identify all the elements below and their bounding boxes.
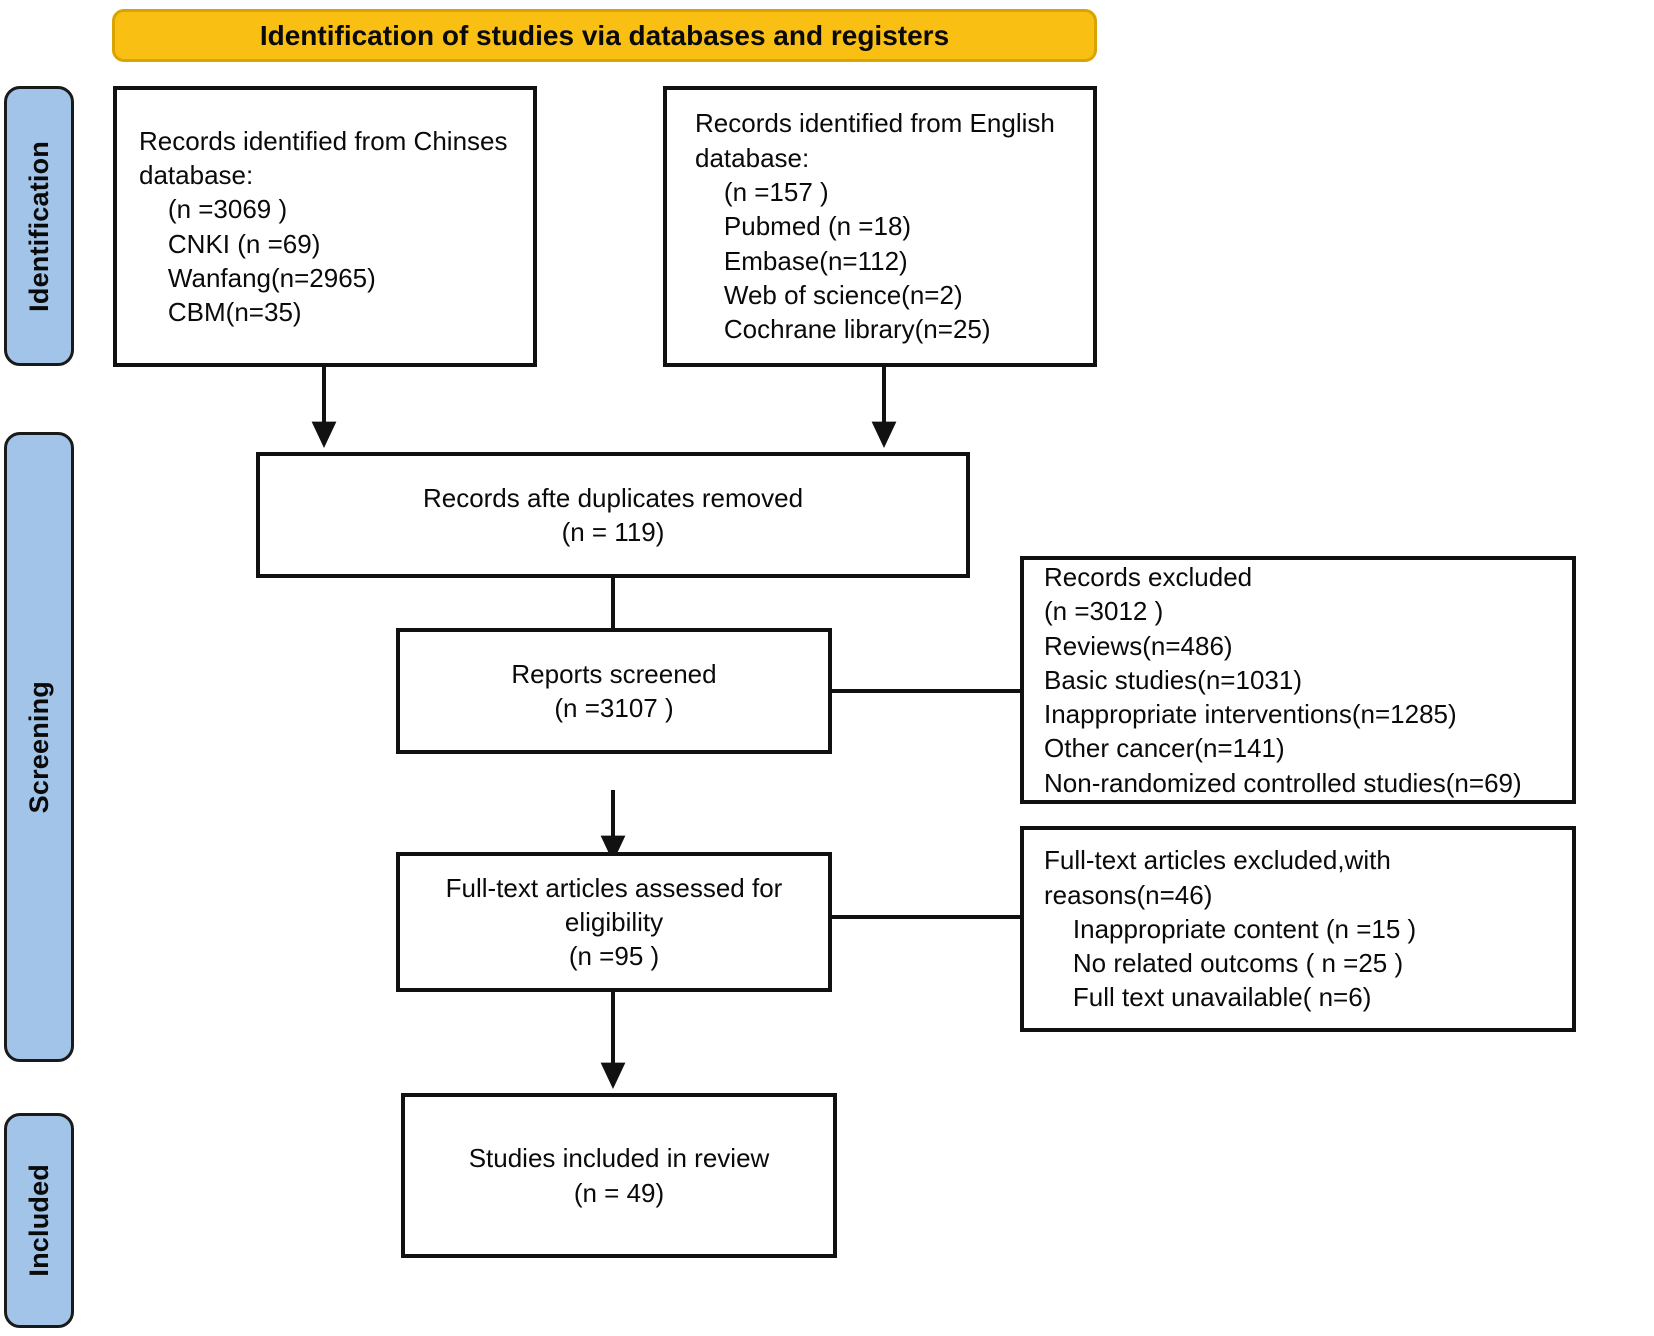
stage-label-included-text: Included bbox=[23, 1164, 54, 1277]
header-banner: Identification of studies via databases … bbox=[112, 9, 1097, 62]
box-studies-included-in-review-text: Studies included in review (n = 49) bbox=[468, 1143, 770, 1208]
box-reports-screened-text: Reports screened (n =3107 ) bbox=[511, 658, 717, 723]
box-records-after-duplicates-removed: Records afte duplicates removed (n = 119… bbox=[256, 452, 970, 578]
box-records-identified-english-database: Records identified from English database… bbox=[663, 86, 1097, 367]
stage-label-screening: Screening bbox=[4, 432, 74, 1062]
box-fulltext-articles-assessed: Full-text articles assessed for eligibil… bbox=[396, 852, 832, 992]
box-records-excluded-text: Records excluded (n =3012 ) Reviews(n=48… bbox=[1044, 561, 1522, 798]
box-records-after-duplicates-removed-text: Records afte duplicates removed (n = 119… bbox=[422, 482, 804, 547]
box-records-identified-chinese-database-text: Records identified from Chinses database… bbox=[139, 125, 508, 328]
box-fulltext-articles-excluded-text: Full-text articles excluded,with reasons… bbox=[1044, 845, 1417, 1013]
stage-label-screening-text: Screening bbox=[23, 680, 54, 814]
box-reports-screened: Reports screened (n =3107 ) bbox=[396, 628, 832, 754]
stage-label-included: Included bbox=[4, 1113, 74, 1328]
stage-label-identification: Identification bbox=[4, 86, 74, 366]
box-records-excluded: Records excluded (n =3012 ) Reviews(n=48… bbox=[1020, 556, 1576, 804]
box-records-identified-english-database-text: Records identified from English database… bbox=[695, 108, 1055, 345]
box-records-identified-chinese-database: Records identified from Chinses database… bbox=[113, 86, 537, 367]
box-studies-included-in-review: Studies included in review (n = 49) bbox=[401, 1093, 837, 1258]
header-banner-label: Identification of studies via databases … bbox=[259, 19, 950, 51]
box-fulltext-articles-assessed-text: Full-text articles assessed for eligibil… bbox=[445, 872, 783, 972]
stage-label-identification-text: Identification bbox=[23, 140, 54, 312]
box-fulltext-articles-excluded: Full-text articles excluded,with reasons… bbox=[1020, 826, 1576, 1032]
